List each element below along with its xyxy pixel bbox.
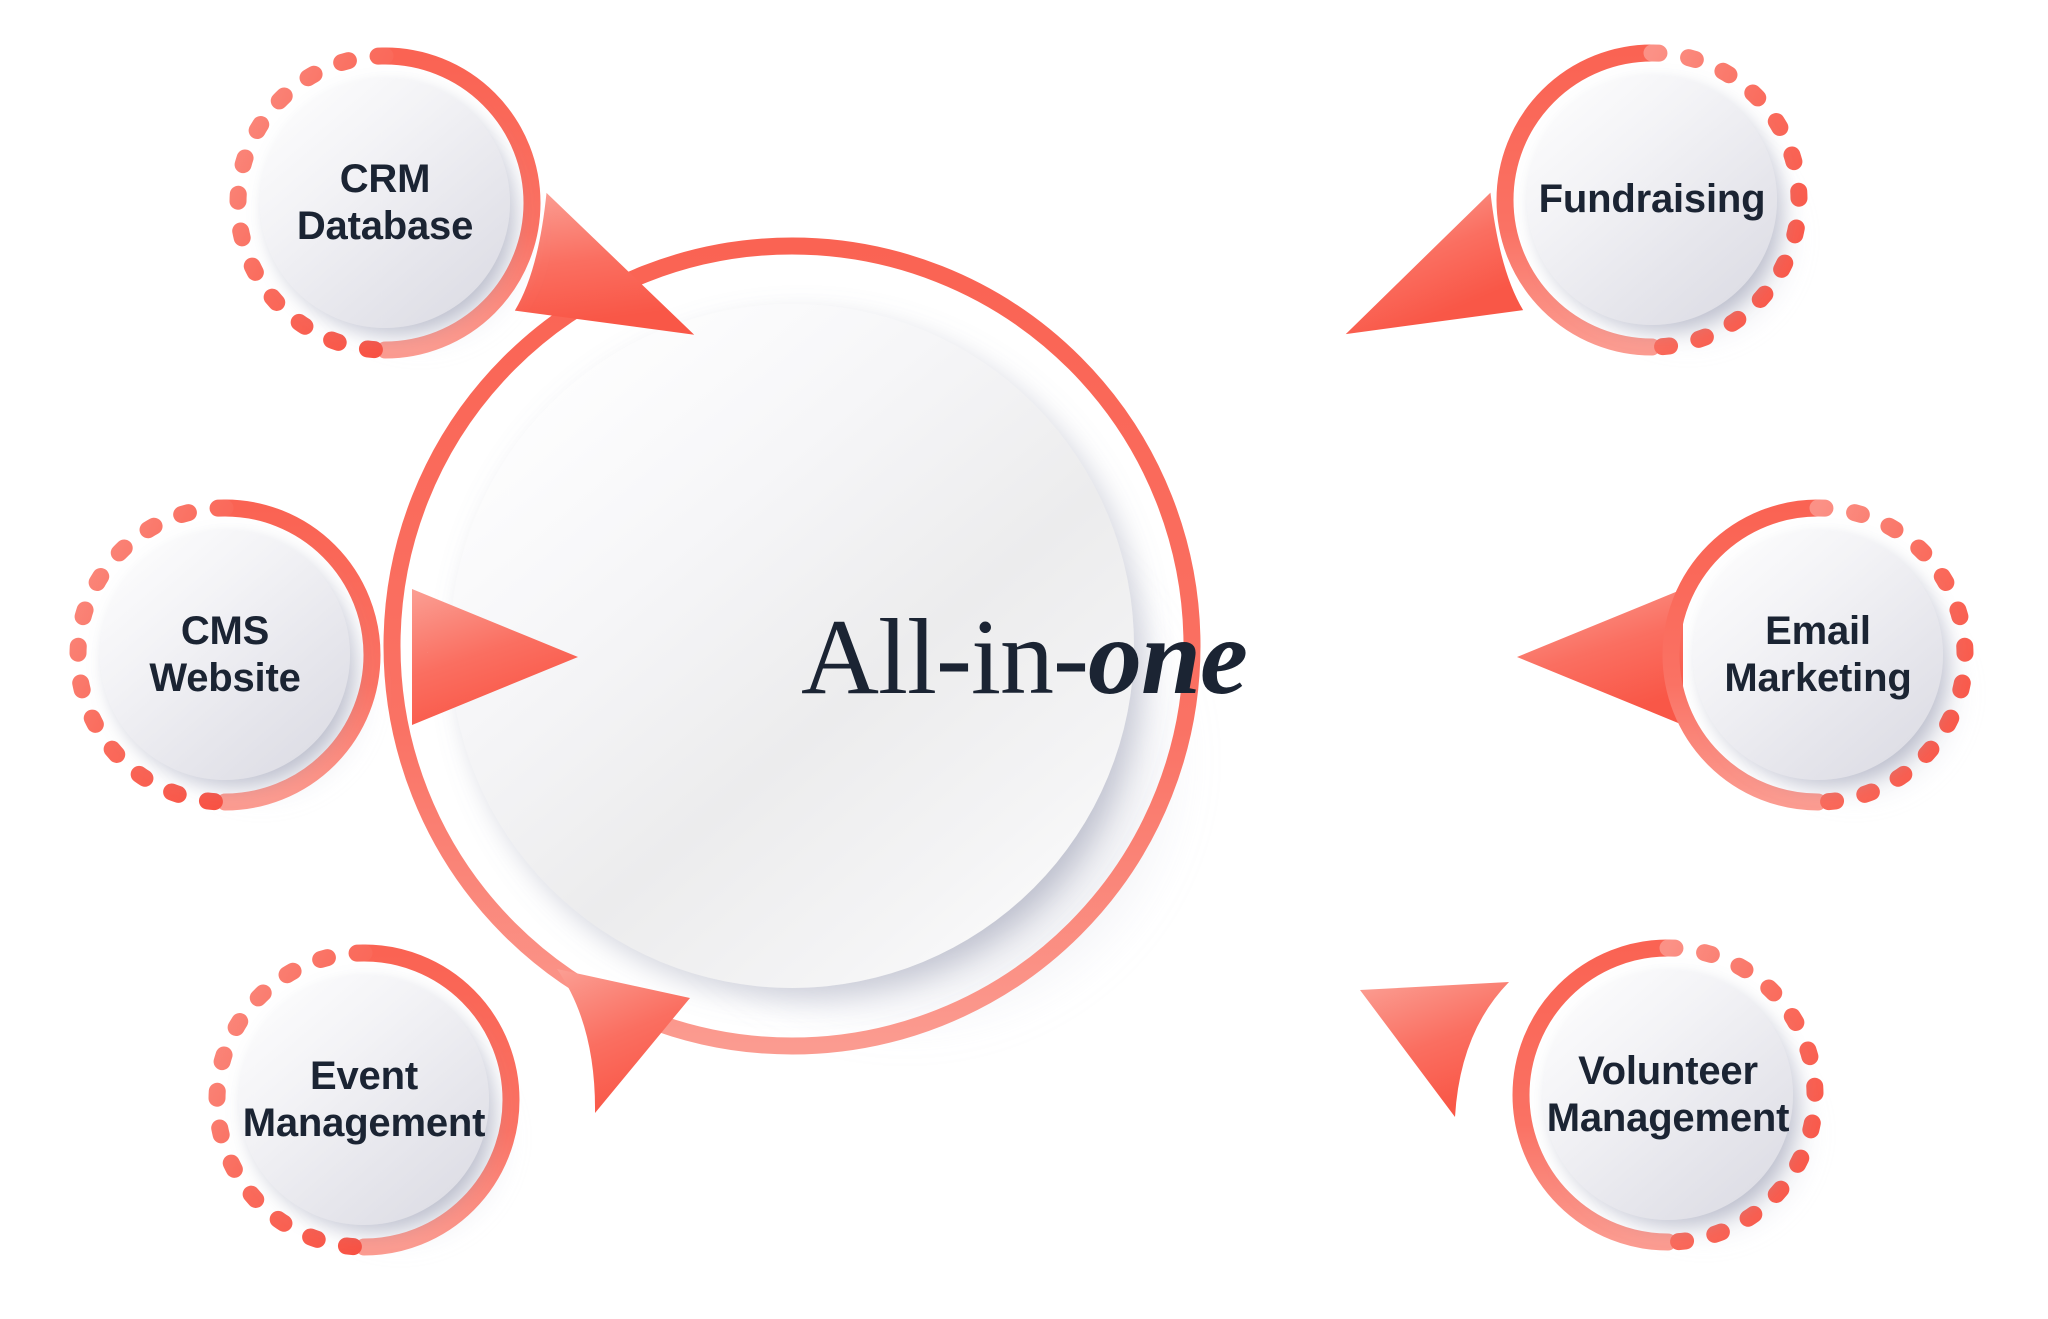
fundraising-disc [1527,75,1777,325]
email-marketing-solid-arc [1662,499,1827,811]
cms-website-disc [100,530,350,780]
fundraising-solid-arc [1496,44,1661,356]
node-volunteer-management[interactable] [1512,939,1826,1253]
event-management-disc [239,975,489,1225]
center-hub-group [383,237,1205,1055]
node-crm-database[interactable] [229,47,542,360]
event-management-dashed-arc [208,944,373,1256]
center-hub-ring [383,237,1201,1055]
arrow-to-crm-database [514,192,695,335]
event-management-solid-arc [355,944,520,1256]
email-marketing-dashed-arc [1809,499,1974,811]
volunteer-management-disc [1543,970,1793,1220]
crm-database-disc [260,78,510,328]
arrow-to-volunteer-management [1360,982,1509,1117]
arrow-to-event-management [557,969,690,1113]
fundraising-dashed-arc [1643,44,1808,356]
volunteer-management-solid-arc [1512,939,1677,1251]
crm-database-solid-arc [376,47,541,359]
node-event-management[interactable] [208,944,522,1258]
cms-website-solid-arc [216,499,381,811]
arrow-to-fundraising [1345,192,1524,335]
node-email-marketing[interactable] [1662,499,1976,813]
crm-database-dashed-arc [229,47,394,359]
cms-website-dashed-arc [69,499,234,811]
center-hub-disc [450,304,1134,988]
email-marketing-disc [1693,530,1943,780]
arrow-to-email-marketing [1517,589,1683,725]
node-cms-website[interactable] [69,499,383,813]
volunteer-management-dashed-arc [1659,939,1824,1251]
node-fundraising[interactable] [1496,44,1810,358]
arrow-to-cms-website [412,589,578,725]
